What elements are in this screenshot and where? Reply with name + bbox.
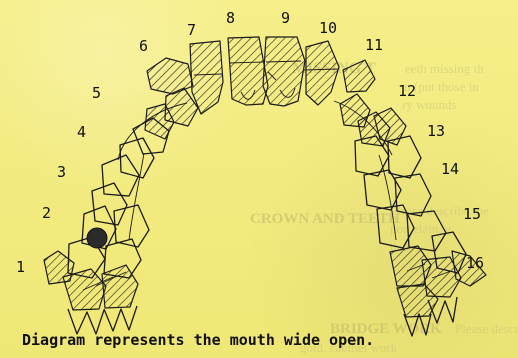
tooth-number-11: 11 — [365, 36, 383, 54]
tooth-number-1: 1 — [16, 258, 25, 276]
left-posterior-upper — [68, 88, 198, 278]
tooth-number-13: 13 — [427, 122, 445, 140]
bg-missing-line-1: eeth missing th — [405, 61, 484, 76]
tooth-number-9: 9 — [281, 9, 290, 27]
left-lower-teeth — [44, 251, 138, 334]
tooth-number-10: 10 — [319, 19, 337, 37]
marked-tooth-dot — [87, 228, 107, 248]
upper-tooth-10 — [304, 41, 339, 105]
tooth-number-2: 2 — [42, 204, 51, 222]
tooth-number-14: 14 — [441, 160, 459, 178]
bg-bridge-line-1: Please describe — [455, 321, 518, 336]
tooth-number-15: 15 — [463, 205, 481, 223]
tooth-number-4: 4 — [77, 123, 86, 141]
tooth-number-6: 6 — [139, 37, 148, 55]
tooth-number-7: 7 — [187, 21, 196, 39]
upper-tooth-6 — [147, 58, 193, 94]
upper-tooth-8 — [228, 37, 268, 105]
tooth-number-3: 3 — [57, 163, 66, 181]
upper-tooth-9 — [263, 37, 305, 106]
tooth-number-8: 8 — [226, 9, 235, 27]
diagram-caption: Diagram represents the mouth wide open. — [22, 331, 374, 349]
tooth-number-12: 12 — [398, 82, 416, 100]
tooth-number-5: 5 — [92, 84, 101, 102]
